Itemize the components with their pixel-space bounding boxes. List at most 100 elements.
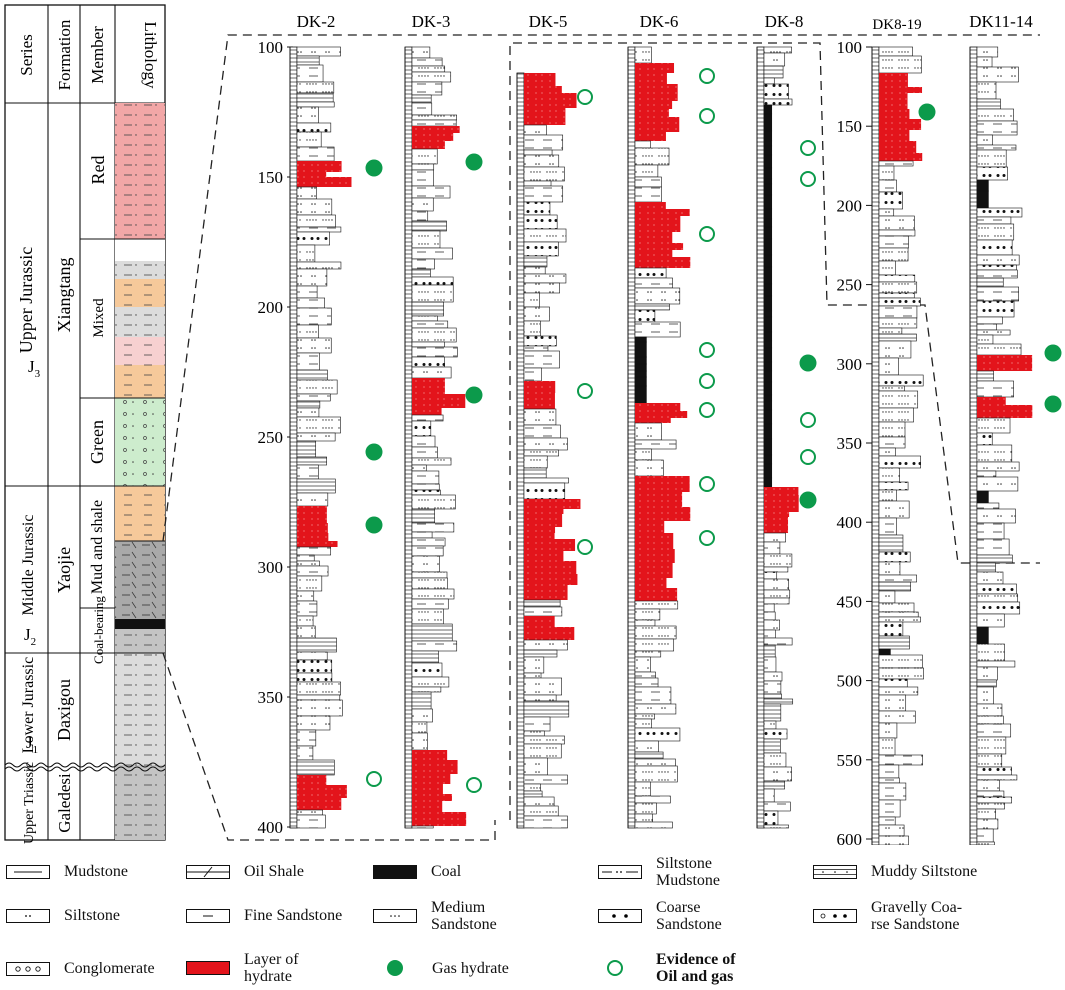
litho-bed [296,226,342,233]
litho-bed [634,277,673,289]
litho-bed [763,637,793,646]
litho-bed [634,321,681,338]
litho-bed [523,783,541,792]
litho-bed [411,230,441,249]
well-tick-strip [969,46,978,845]
litho-bed [523,790,543,798]
litho-bed [763,104,773,115]
litho-bed [411,268,431,278]
litho-bed [523,482,566,500]
litho-bed [976,370,994,382]
axis-tick-label: 300 [258,558,284,577]
litho-bed [411,57,443,67]
litho-bed [976,239,1013,256]
litho-bed [976,300,1015,318]
litho-bed [634,370,647,378]
litho-bed [878,602,915,613]
litho-bed [976,134,993,146]
litho-bed [976,461,1020,472]
litho-bed [763,218,773,228]
litho-bed [524,527,556,533]
litho-bed [763,656,777,673]
litho-bed [296,745,314,761]
axis-tick-label: 250 [837,276,863,295]
litho-bed [523,743,562,759]
litho-bed [296,456,327,466]
litho-bed [976,264,1017,271]
litho-bed [411,163,435,171]
litho-bed [296,590,315,602]
litho-bed [878,654,923,669]
litho-bed [296,407,320,418]
litho-bed [296,214,336,228]
litho-bed [523,815,568,829]
litho-bed [878,467,900,483]
legend-item-hydrate-layer: Layer of hydrate [186,951,299,985]
litho-bed [634,650,662,658]
litho-bed [411,315,438,322]
litho-bed [411,508,435,524]
axis-tick-label: 150 [837,117,863,136]
litho-bed [763,361,773,372]
litho-bed [763,340,773,349]
litho-bed [763,130,773,142]
litho-bed [296,231,330,246]
litho-bed [523,805,559,817]
litho-bed [879,141,917,153]
litho-bed [524,533,555,539]
litho-bed [524,585,568,600]
litho-bed [976,660,1016,668]
litho-bed [296,672,333,683]
litho-bed [976,432,993,446]
litho-bed [976,715,1004,725]
litho-bed [763,728,788,740]
litho-bed [523,757,548,776]
legend-label: Gas hydrate [432,959,509,977]
header-lithology: Lithology [141,21,160,89]
litho-bed [976,626,989,645]
litho-bed [763,553,793,568]
litho-bed [411,623,453,642]
legend-item-siltstone-mudstone: Siltstone Mudstone [598,855,720,889]
litho-bed [634,267,667,279]
litho-bed [411,356,445,368]
oil-gas-evidence-marker [699,68,715,84]
hydrate-markers [365,68,1062,793]
litho-bed [635,563,673,578]
legend-label: Medium Sandstone [431,899,497,933]
litho-bed [634,439,677,450]
legend-item-coarse-sandstone: Coarse Sandstone [598,899,722,933]
series-upper-triassic: Upper Triassic [22,762,37,844]
litho-bed [523,149,553,156]
litho-bed [976,144,1017,151]
litho-bed [763,370,773,383]
litho-bed [411,119,457,127]
litho-bed [763,409,773,425]
litho-bed [297,798,342,810]
legend-item-gas-hydrate: Gas hydrate [378,959,509,977]
litho-bed [763,703,782,722]
litho-bed [878,247,909,262]
litho-bed [634,341,647,358]
litho-bed [763,532,786,543]
well-tick-strip [756,46,765,829]
litho-bed [635,533,674,549]
litho-bed [634,677,659,688]
litho-bed [763,145,773,156]
litho-bed [976,736,1007,755]
litho-bed [296,92,334,103]
litho-bed [977,405,1033,418]
litho-bed [296,379,338,395]
well-log-dk8 [756,46,799,829]
header-series: Series [17,34,36,76]
axis-tick-label: 300 [837,355,863,374]
litho-bed [976,66,1019,83]
litho-bed [412,133,454,141]
litho-bed [634,448,652,461]
litho-bed [523,320,541,337]
gas-hydrate-marker [1044,395,1062,413]
legend-label: Siltstone Mudstone [656,855,720,889]
litho-bed [976,774,1018,781]
legend-label: Oil Shale [244,863,304,880]
legend-item-siltstone: Siltstone [6,907,120,924]
